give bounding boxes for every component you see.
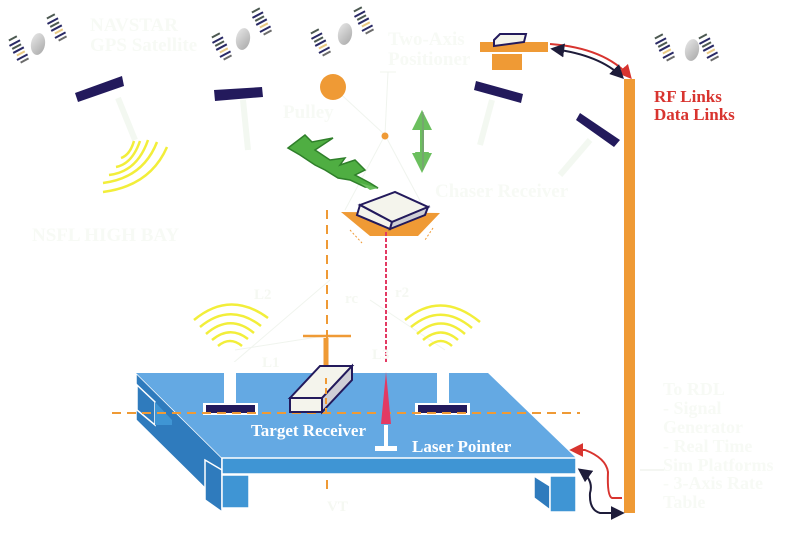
target-receiver	[287, 363, 355, 415]
table-antenna-left	[203, 362, 258, 415]
navstar-label: NAVSTAR GPS Satellite	[90, 16, 197, 56]
signal-beams	[115, 96, 593, 177]
table-pseudolite-wave-right	[404, 304, 481, 347]
test-table	[135, 371, 577, 514]
to-rdl-line7: Table	[663, 492, 706, 513]
target-receiver-label: Target Receiver	[251, 421, 367, 440]
rf-data-link-mast	[624, 79, 635, 513]
symbol-l2: L2	[254, 287, 272, 303]
chaser-receiver	[341, 190, 440, 244]
positioner-label-line2: Positioner	[388, 48, 471, 70]
symbol-r2: r2	[395, 285, 410, 301]
gps-satellite-3	[308, 5, 375, 58]
motion-path-icon	[286, 134, 379, 190]
two-axis-positioner	[480, 33, 548, 70]
to-rdl-line4: - Real Time	[663, 435, 753, 456]
link-arrows-bottom	[569, 443, 625, 520]
gps-satellite-1	[6, 12, 68, 65]
rf-links-label: RF Links	[654, 87, 722, 106]
links-label: RF Links Data Links	[654, 88, 735, 124]
pseudolite-wave-icon	[102, 139, 169, 194]
navstar-label-line1: NAVSTAR	[90, 15, 178, 36]
link-arrows-top	[549, 43, 632, 80]
to-rdl-line5: Sim Platforms	[663, 454, 774, 475]
symbol-vt: VT	[327, 499, 348, 515]
high-bay-label: NSFL HIGH BAY	[32, 225, 180, 246]
data-links-label: Data Links	[654, 104, 735, 124]
pulley-icon	[320, 74, 346, 100]
navstar-label-line2: GPS Satellite	[90, 34, 198, 56]
to-rdl-line6: - 3-Axis Rate	[663, 473, 763, 494]
symbol-rc: rc	[345, 291, 359, 307]
ceiling-antennas	[75, 76, 620, 147]
to-rdl-line2: - Signal	[663, 397, 722, 418]
to-rdl-line3: Generator	[663, 416, 743, 437]
laser-pointer-label: Laser Pointer	[412, 437, 512, 456]
to-rdl-line1: To RDL	[663, 379, 725, 399]
pulley-anchor-icon	[381, 132, 389, 140]
laser-pointer	[375, 372, 397, 451]
vertical-motion-arrow-icon	[412, 110, 432, 173]
chaser-receiver-label: Chaser Receiver	[435, 181, 569, 202]
geometry-lines	[224, 71, 446, 371]
gps-satellite-4	[652, 32, 720, 63]
to-rdl-label: To RDL - Signal Generator - Real Time Si…	[663, 380, 773, 512]
positioner-label: Two-Axis Positioner	[388, 30, 470, 70]
symbol-l3: L3	[372, 347, 390, 363]
symbol-l1: L1	[262, 355, 280, 371]
pulley-label: Pulley	[283, 102, 334, 123]
gps-satellite-2	[209, 6, 273, 62]
positioner-label-line1: Two-Axis	[388, 29, 465, 50]
table-pseudolite-wave-left	[193, 303, 269, 347]
